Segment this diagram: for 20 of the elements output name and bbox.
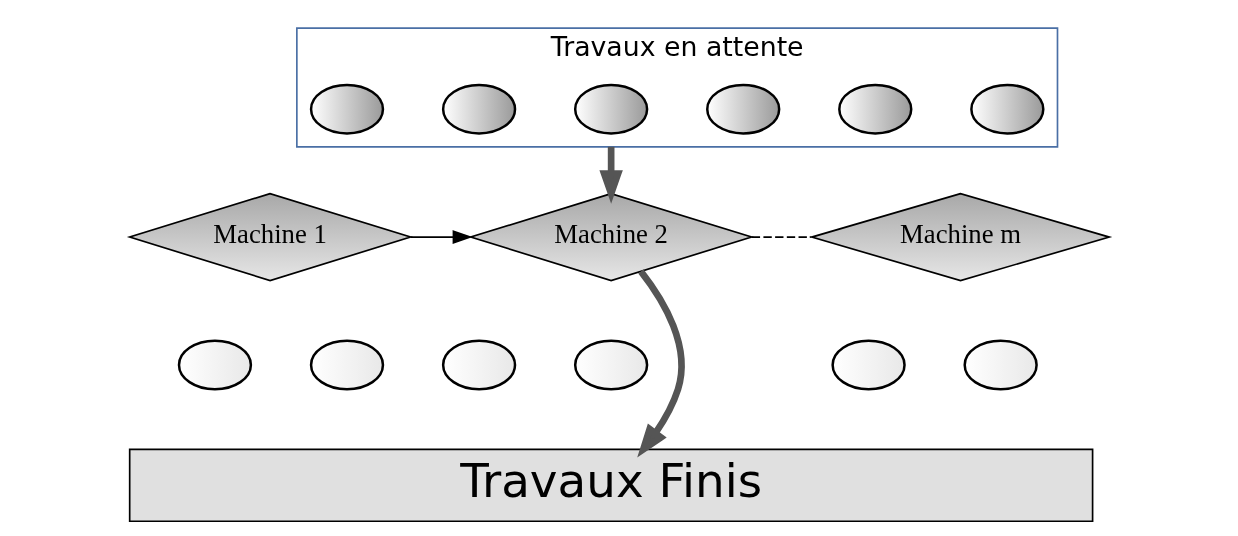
node-circle	[309, 339, 384, 391]
arrow	[636, 269, 685, 458]
node-circle	[441, 339, 516, 391]
node-circle	[830, 339, 906, 391]
node-circle	[177, 339, 252, 391]
node-circle	[962, 339, 1038, 391]
node-box: Travaux Finis	[128, 448, 1093, 523]
node-circle	[837, 83, 912, 135]
node-circle	[705, 83, 780, 135]
node-circle	[969, 83, 1045, 135]
node-circle	[309, 83, 384, 135]
node-circle	[573, 83, 648, 135]
node-diamond: Machine 1	[126, 192, 413, 282]
arrow	[598, 146, 623, 204]
connector	[750, 236, 812, 238]
node-circle	[441, 83, 516, 135]
arrow	[409, 230, 473, 245]
node-circle	[573, 339, 648, 391]
cluster: Travaux en attente	[295, 27, 1058, 148]
node-diamond: Machine m	[808, 192, 1112, 282]
